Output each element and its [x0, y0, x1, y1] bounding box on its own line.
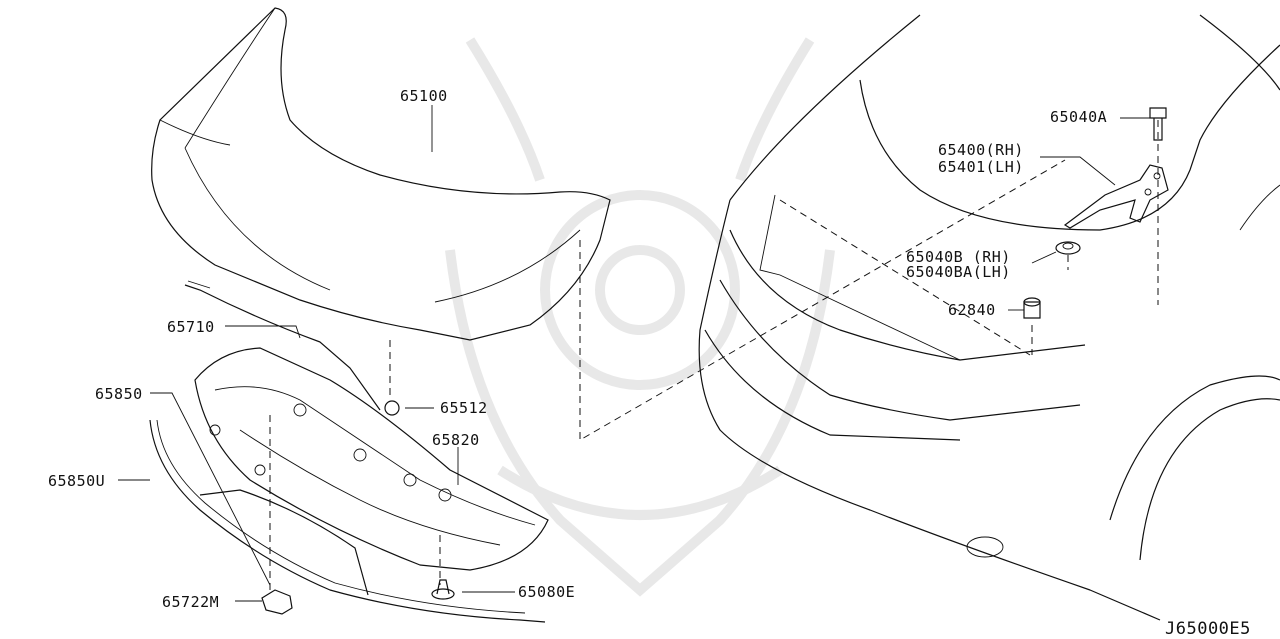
label-65722M: 65722M	[162, 593, 219, 611]
clip-65722M	[261, 589, 293, 615]
label-65040A: 65040A	[1050, 108, 1107, 126]
bumper-62840	[1023, 297, 1041, 319]
clip-65080E	[431, 579, 455, 600]
bolt-65040A	[1149, 107, 1167, 141]
label-65040BA: 65040BA(LH)	[906, 263, 1011, 281]
hood-support-rod	[184, 280, 381, 411]
label-65080E: 65080E	[518, 583, 575, 601]
dashed-guides	[269, 120, 1159, 590]
nut-65040B	[1055, 241, 1081, 255]
label-62840: 62840	[948, 301, 996, 319]
hood-panel	[151, 7, 611, 341]
hood-seal	[149, 419, 546, 623]
label-65400: 65400(RH)	[938, 141, 1024, 159]
hood-insulator	[194, 347, 549, 571]
watermark-emblem	[445, 37, 835, 597]
hood-hinge	[1063, 164, 1169, 229]
clip-65512	[384, 400, 400, 416]
label-65710: 65710	[167, 318, 215, 336]
label-65040B: 65040B (RH)	[906, 248, 1011, 266]
label-65512: 65512	[440, 399, 488, 417]
label-65850U: 65850U	[48, 472, 105, 490]
label-65820: 65820	[432, 431, 480, 449]
label-65100: 65100	[400, 87, 448, 105]
label-65401: 65401(LH)	[938, 158, 1024, 176]
label-65850: 65850	[95, 385, 143, 403]
diagram-code: J65000E5	[1165, 619, 1251, 639]
vehicle-front-body	[698, 14, 1280, 621]
leader-lines	[118, 105, 1150, 602]
